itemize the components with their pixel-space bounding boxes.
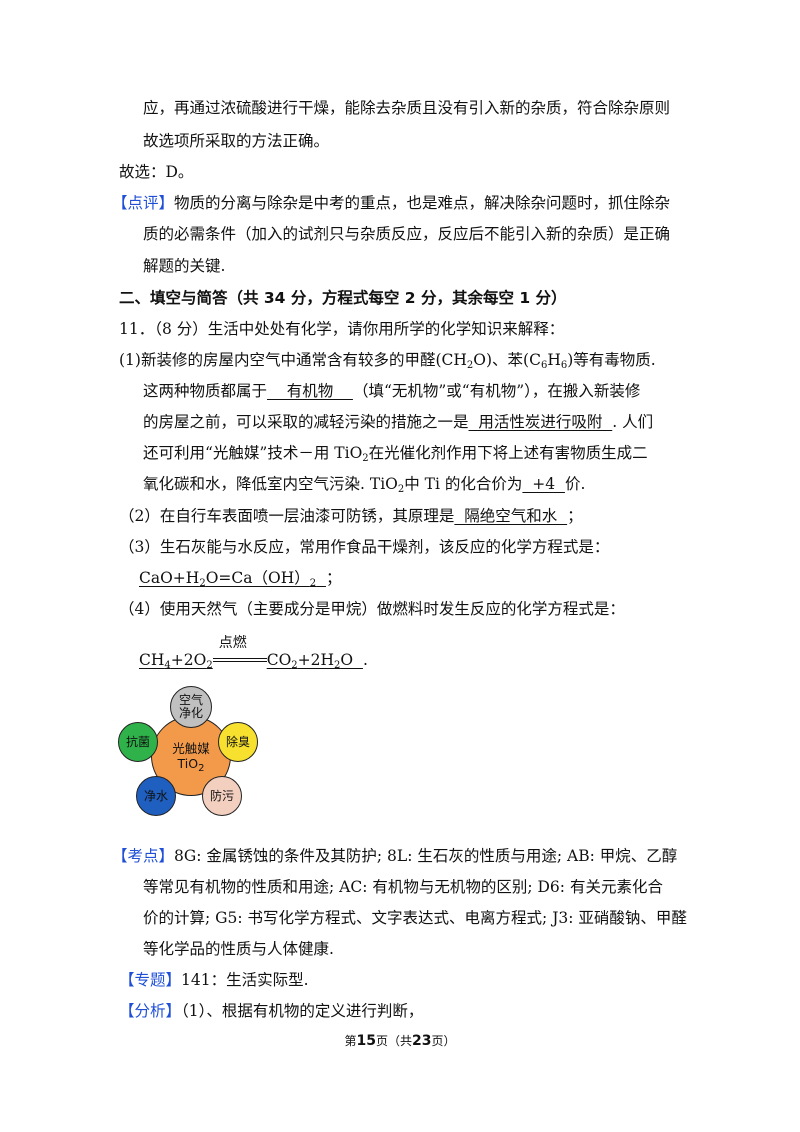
question-part-3: （3）生石灰能与水反应，常用作食品干燥剂，该反应的化学方程式是： bbox=[119, 538, 610, 556]
answer-text: 故选项所采取的方法正确。 bbox=[143, 132, 330, 150]
answer-blank: 用活性炭进行吸附 bbox=[468, 413, 613, 431]
question-part-1-line: 氧化碳和水，降低室内空气污染. TiO2中 Ti 的化合价为 +4 价. bbox=[143, 475, 586, 495]
text: +2O bbox=[170, 651, 207, 669]
text: 价. bbox=[564, 475, 586, 493]
text: CO bbox=[266, 651, 292, 669]
text: H bbox=[547, 351, 561, 369]
text: 在光催化剂作用下将上述有害物质生成二 bbox=[368, 444, 648, 462]
zhuanti-text: 141：生活实际型. bbox=[181, 971, 309, 989]
answer-text: 应，再通过浓硫酸进行干燥，能除去杂质且没有引入新的杂质，符合除杂原则 bbox=[143, 99, 671, 117]
comment-text: 解题的关键. bbox=[143, 257, 226, 275]
left-label: 抗菌 bbox=[125, 734, 150, 749]
question-part-1-line: 的房屋之前，可以采取的减轻污染的措施之一是 用活性炭进行吸附 . 人们 bbox=[143, 412, 653, 432]
text: +2H bbox=[297, 651, 335, 669]
text: . bbox=[362, 651, 368, 669]
text: （填“无机物”或“有机物”），在搬入新装修 bbox=[352, 382, 641, 400]
equation: CO2+2H2O bbox=[266, 651, 363, 671]
kaodian-text: 价的计算; G5: 书写化学方程式、文字表达式、电离方程式; J3: 亚硝酸钠、… bbox=[143, 909, 687, 927]
question-part-4: （4）使用天然气（主要成分是甲烷）做燃料时发生反应的化学方程式是： bbox=[119, 600, 625, 618]
answer-choice: 故选：D。 bbox=[119, 163, 194, 181]
text: . 人们 bbox=[612, 413, 654, 431]
text bbox=[316, 569, 326, 587]
text: )等有毒物质. bbox=[567, 351, 656, 369]
zhuanti-paragraph: 【专题】141：生活实际型. bbox=[119, 970, 309, 990]
text: (1)新装修的房屋内空气中通常含有较多的甲醛(CH bbox=[119, 351, 467, 369]
footer-text: 页（共 bbox=[375, 1034, 412, 1048]
page-total: 23 bbox=[412, 1033, 432, 1049]
question-head: 11．（8 分）生活中处处有化学，请你用所学的化学知识来解释： bbox=[119, 320, 565, 338]
kaodian-text: 8G: 金属锈蚀的条件及其防护; 8L: 生石灰的性质与用途; AB: 甲烷、乙… bbox=[174, 847, 678, 865]
bottom-right-label: 防污 bbox=[209, 788, 234, 803]
zhuanti-tag: 【专题】 bbox=[119, 971, 182, 989]
equation: CaO+H2O=Ca（OH）2 bbox=[139, 569, 326, 589]
center-label: 光触媒 bbox=[172, 741, 210, 756]
top-circle: 空气净化 bbox=[170, 686, 212, 728]
text: 这两种物质都属于 bbox=[143, 382, 268, 400]
comment-paragraph: 【点评】物质的分离与除杂是中考的重点，也是难点，解决除杂问题时，抓住除杂 bbox=[112, 193, 670, 213]
fenxi-tag: 【分析】 bbox=[119, 1002, 182, 1020]
bottom-right-circle: 防污 bbox=[202, 776, 242, 816]
question-part-1: (1)新装修的房屋内空气中通常含有较多的甲醛(CH2O)、苯(C6H6)等有毒物… bbox=[119, 351, 656, 371]
footer-text: 第 bbox=[344, 1034, 357, 1048]
text: CaO+H bbox=[139, 569, 200, 587]
answer-equation-4: CH4+2O2 点燃 CO2+2H2O . bbox=[139, 635, 368, 671]
text: （2）在自行车表面喷一层油漆可防锈，其原理是 bbox=[119, 507, 455, 525]
center-label-formula: TiO bbox=[177, 756, 199, 771]
left-circle: 抗菌 bbox=[118, 722, 158, 762]
bottom-left-circle: 净水 bbox=[136, 776, 176, 816]
right-label: 除臭 bbox=[225, 734, 250, 749]
reaction-arrow: 点燃 bbox=[212, 635, 267, 670]
right-circle: 除臭 bbox=[218, 722, 258, 762]
answer-blank: 隔绝空气和水 bbox=[454, 507, 568, 525]
fenxi-text: （1）、根据有机物的定义进行判断， bbox=[181, 1002, 424, 1020]
text: 还可利用“光触媒”技术－用 TiO bbox=[143, 444, 363, 462]
fenxi-paragraph: 【分析】（1）、根据有机物的定义进行判断， bbox=[119, 1001, 423, 1021]
answer-equation-3: CaO+H2O=Ca（OH）2 ； bbox=[139, 568, 342, 589]
comment-text: 物质的分离与除杂是中考的重点，也是难点，解决除杂问题时，抓住除杂 bbox=[174, 194, 671, 212]
page-number: 15 bbox=[356, 1033, 376, 1049]
answer-blank: +4 bbox=[522, 475, 565, 493]
footer-text: 页） bbox=[431, 1034, 456, 1048]
kaodian-paragraph: 【考点】8G: 金属锈蚀的条件及其防护; 8L: 生石灰的性质与用途; AB: … bbox=[112, 846, 677, 866]
reaction-condition: 点燃 bbox=[218, 635, 247, 651]
equation: CH4+2O2 bbox=[139, 651, 213, 671]
text: O)、苯(C bbox=[473, 351, 541, 369]
kaodian-tag: 【考点】 bbox=[112, 847, 175, 865]
top-label: 空气净化 bbox=[178, 693, 203, 720]
comment-text: 质的必需条件（加入的试剂只与杂质反应，反应后不能引入新的杂质）是正确 bbox=[143, 225, 671, 243]
text: 氧化碳和水，降低室内空气污染. TiO bbox=[143, 475, 398, 493]
section-title: 二、填空与简答（共 34 分，方程式每空 2 分，其余每空 1 分） bbox=[119, 289, 567, 307]
question-part-2: （2）在自行车表面喷一层油漆可防锈，其原理是 隔绝空气和水 ； bbox=[119, 506, 583, 526]
text: O=Ca（OH） bbox=[205, 569, 310, 587]
text: 中 Ti 的化合价为 bbox=[404, 475, 523, 493]
answer-blank: 有机物 bbox=[267, 382, 353, 400]
text: 的房屋之前，可以采取的减轻污染的措施之一是 bbox=[143, 413, 469, 431]
comment-tag: 【点评】 bbox=[112, 194, 175, 212]
kaodian-text: 等常见有机物的性质和用途; AC: 有机物与无机物的区别; D6: 有关元素化合 bbox=[143, 878, 663, 896]
kaodian-text: 等化学品的性质与人体健康. bbox=[143, 940, 334, 958]
text: O bbox=[340, 651, 363, 669]
text: ； bbox=[567, 507, 583, 525]
bottom-left-label: 净水 bbox=[143, 788, 168, 803]
text: ； bbox=[325, 569, 342, 587]
question-part-1-line: 这两种物质都属于 有机物 （填“无机物”或“有机物”），在搬入新装修 bbox=[143, 381, 640, 401]
question-part-1-line: 还可利用“光触媒”技术－用 TiO2在光催化剂作用下将上述有害物质生成二 bbox=[143, 444, 648, 464]
text: CH bbox=[139, 651, 165, 669]
page-footer: 第15页（共23页） bbox=[0, 1032, 800, 1049]
